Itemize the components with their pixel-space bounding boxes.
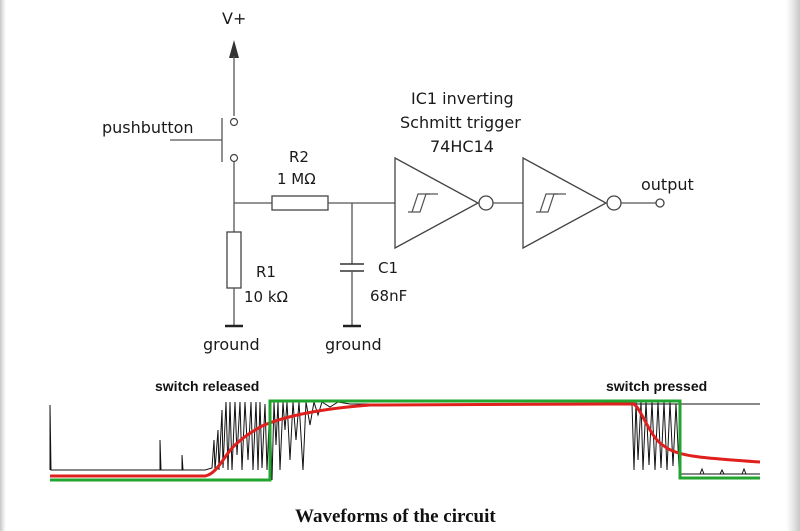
supply-label: V+ bbox=[222, 9, 246, 28]
switch-contact-bottom bbox=[229, 153, 239, 163]
supply-arrow bbox=[229, 40, 239, 58]
c1-value-label: 68nF bbox=[370, 287, 407, 305]
page-edge-right bbox=[786, 0, 800, 531]
waveform-caption: Waveforms of the circuit bbox=[295, 506, 496, 527]
switch-pressed-label: switch pressed bbox=[606, 378, 707, 394]
cap-voltage-trace bbox=[50, 402, 761, 478]
output-label: output bbox=[641, 175, 694, 194]
inverter-bubble-1 bbox=[478, 195, 494, 211]
output-terminal bbox=[655, 198, 665, 208]
ic-label-line3: 74HC14 bbox=[430, 137, 494, 156]
r1-value-label: 10 kΩ bbox=[244, 288, 288, 306]
hysteresis-icon-inner bbox=[411, 193, 430, 213]
bounce-trace bbox=[49, 401, 760, 481]
waveform-plot: switch released switch pressed bbox=[49, 378, 761, 482]
pushbutton-label: pushbutton bbox=[102, 118, 194, 137]
page-edge-left bbox=[0, 0, 6, 531]
ic-label-line2: Schmitt trigger bbox=[400, 113, 521, 132]
switch-contact-top bbox=[229, 117, 239, 127]
ic-label-line1: IC1 inverting bbox=[411, 89, 514, 108]
ground-label-left: ground bbox=[203, 335, 260, 354]
r2-name-label: R2 bbox=[289, 148, 309, 166]
r2-value-label: 1 MΩ bbox=[277, 170, 316, 188]
hysteresis-icon bbox=[536, 193, 566, 213]
schmitt-inverter-2 bbox=[522, 156, 608, 250]
hysteresis-icon-inner bbox=[539, 193, 558, 213]
r1-name-label: R1 bbox=[256, 263, 276, 281]
schmitt-inverter-1 bbox=[394, 156, 480, 250]
switch-released-label: switch released bbox=[155, 378, 259, 394]
schematic: V+ pushbutton R2 1 MΩ R1 10 kΩ ground C1… bbox=[102, 9, 694, 354]
hysteresis-icon bbox=[408, 193, 438, 213]
inverter-bubble-2 bbox=[606, 195, 622, 211]
c1-name-label: C1 bbox=[378, 259, 398, 277]
resistor-r1 bbox=[226, 231, 242, 289]
ground-label-right: ground bbox=[325, 335, 382, 354]
resistor-r2 bbox=[271, 195, 329, 211]
output-trace bbox=[50, 399, 760, 482]
